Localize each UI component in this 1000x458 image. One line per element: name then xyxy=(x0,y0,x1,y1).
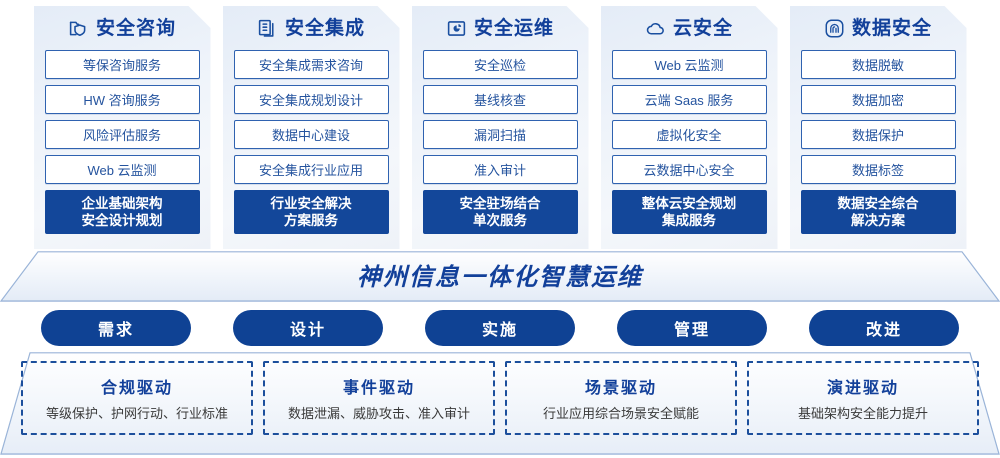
service-item[interactable]: 云端 Saas 服务 xyxy=(612,85,767,114)
column-title: 云安全 xyxy=(672,17,733,39)
highlight-line-2: 单次服务 xyxy=(473,213,527,228)
service-highlight[interactable]: 数据安全综合 解决方案 xyxy=(801,190,956,234)
column-title: 安全运维 xyxy=(473,17,554,39)
service-columns: 安全咨询 等保咨询服务 HW 咨询服务 风险评估服务 Web 云监测 企业基础架… xyxy=(0,6,1000,254)
column-header: 数据安全 xyxy=(801,6,956,50)
service-item[interactable]: HW 咨询服务 xyxy=(45,85,200,114)
highlight-line-1: 安全驻场结合 xyxy=(459,196,541,211)
driver-subtitle: 数据泄漏、威胁攻击、准入审计 xyxy=(287,406,470,421)
column-header: 安全咨询 xyxy=(45,6,200,50)
platform-banner: 神州信息一体化智慧运维 xyxy=(0,251,1000,302)
driver-card-incident[interactable]: 事件驱动 数据泄漏、威胁攻击、准入审计 xyxy=(263,361,495,435)
service-highlight[interactable]: 行业安全解决 方案服务 xyxy=(234,190,389,234)
driver-title: 场景驱动 xyxy=(584,380,657,397)
folder-shield-icon xyxy=(68,18,89,39)
driver-title: 事件驱动 xyxy=(342,380,415,397)
phase-pill-management[interactable]: 管理 xyxy=(617,310,767,346)
service-item[interactable]: 准入审计 xyxy=(423,155,578,184)
column-header: 安全集成 xyxy=(234,6,389,50)
service-highlight[interactable]: 企业基础架构 安全设计规划 xyxy=(45,190,200,234)
service-item[interactable]: Web 云监测 xyxy=(612,50,767,79)
documents-copy-icon xyxy=(257,18,278,39)
service-column-data-security[interactable]: 数据安全 数据脱敏 数据加密 数据保护 数据标签 数据安全综合 解决方案 xyxy=(790,6,967,249)
service-item[interactable]: 漏洞扫描 xyxy=(423,120,578,149)
highlight-line-2: 安全设计规划 xyxy=(81,213,163,228)
folder-chart-icon xyxy=(446,18,467,39)
driver-subtitle: 基础架构安全能力提升 xyxy=(797,406,928,421)
driver-title: 演进驱动 xyxy=(826,380,899,397)
drivers-list: 合规驱动 等级保护、护网行动、行业标准 事件驱动 数据泄漏、威胁攻击、准入审计 … xyxy=(0,352,1000,455)
service-item[interactable]: 风险评估服务 xyxy=(45,120,200,149)
column-header: 云安全 xyxy=(612,6,767,50)
service-item[interactable]: 云数据中心安全 xyxy=(612,155,767,184)
phase-pill-requirement[interactable]: 需求 xyxy=(41,310,191,346)
service-item[interactable]: 安全集成行业应用 xyxy=(234,155,389,184)
service-item[interactable]: 虚拟化安全 xyxy=(612,120,767,149)
driver-title: 合规驱动 xyxy=(100,380,173,397)
platform-banner-title: 神州信息一体化智慧运维 xyxy=(357,264,643,291)
service-column-cloud-security[interactable]: 云安全 Web 云监测 云端 Saas 服务 虚拟化安全 云数据中心安全 整体云… xyxy=(601,6,778,249)
fingerprint-icon xyxy=(824,18,845,39)
driver-subtitle: 行业应用综合场景安全赋能 xyxy=(542,406,699,421)
service-item[interactable]: 数据中心建设 xyxy=(234,120,389,149)
service-highlight[interactable]: 整体云安全规划 集成服务 xyxy=(612,190,767,234)
driver-card-evolution[interactable]: 演进驱动 基础架构安全能力提升 xyxy=(747,361,979,435)
service-column-security-operations[interactable]: 安全运维 安全巡检 基线核查 漏洞扫描 准入审计 安全驻场结合 单次服务 xyxy=(412,6,589,249)
highlight-line-1: 数据安全综合 xyxy=(837,196,919,211)
highlight-line-2: 解决方案 xyxy=(851,213,905,228)
column-title: 安全咨询 xyxy=(95,17,176,39)
column-title: 数据安全 xyxy=(851,17,932,39)
highlight-line-1: 整体云安全规划 xyxy=(641,196,737,211)
cloud-icon xyxy=(645,18,666,39)
phase-pill-improvement[interactable]: 改进 xyxy=(809,310,959,346)
phase-pill-implementation[interactable]: 实施 xyxy=(425,310,575,346)
phase-pill-design[interactable]: 设计 xyxy=(233,310,383,346)
service-item[interactable]: 安全集成需求咨询 xyxy=(234,50,389,79)
service-column-security-consulting[interactable]: 安全咨询 等保咨询服务 HW 咨询服务 风险评估服务 Web 云监测 企业基础架… xyxy=(34,6,211,249)
service-item[interactable]: 基线核查 xyxy=(423,85,578,114)
service-item[interactable]: 等保咨询服务 xyxy=(45,50,200,79)
service-item[interactable]: 数据保护 xyxy=(801,120,956,149)
driver-card-compliance[interactable]: 合规驱动 等级保护、护网行动、行业标准 xyxy=(21,361,253,435)
highlight-line-2: 集成服务 xyxy=(662,213,716,228)
service-column-security-integration[interactable]: 安全集成 安全集成需求咨询 安全集成规划设计 数据中心建设 安全集成行业应用 行… xyxy=(223,6,400,249)
service-item[interactable]: 数据标签 xyxy=(801,155,956,184)
driver-subtitle: 等级保护、护网行动、行业标准 xyxy=(45,406,228,421)
phase-pills: 需求 设计 实施 管理 改进 xyxy=(0,310,1000,346)
column-title: 安全集成 xyxy=(284,17,365,39)
highlight-line-1: 行业安全解决 xyxy=(270,196,352,211)
highlight-line-2: 方案服务 xyxy=(284,213,338,228)
service-item[interactable]: 安全集成规划设计 xyxy=(234,85,389,114)
column-header: 安全运维 xyxy=(423,6,578,50)
highlight-line-1: 企业基础架构 xyxy=(81,196,163,211)
service-highlight[interactable]: 安全驻场结合 单次服务 xyxy=(423,190,578,234)
service-item[interactable]: Web 云监测 xyxy=(45,155,200,184)
service-item[interactable]: 数据脱敏 xyxy=(801,50,956,79)
driver-card-scenario[interactable]: 场景驱动 行业应用综合场景安全赋能 xyxy=(505,361,737,435)
service-item[interactable]: 数据加密 xyxy=(801,85,956,114)
service-item[interactable]: 安全巡检 xyxy=(423,50,578,79)
